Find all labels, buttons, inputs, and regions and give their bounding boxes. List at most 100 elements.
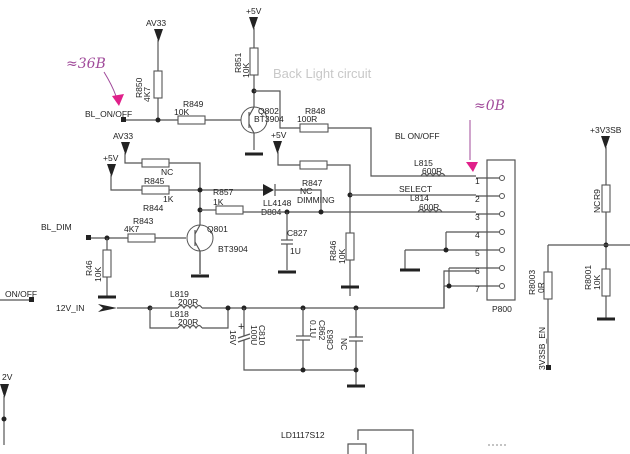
r8003-value: 0R [536,282,546,293]
net-5v-mid: +5V [271,130,287,140]
net-3v3sb-en: 3V3SB_EN [537,327,547,370]
c862-ref: C862 [317,320,327,341]
c810-ref: C810 [257,325,267,346]
r850-ref: R850 [134,77,144,98]
port-bl-onoff[interactable] [121,117,126,122]
pin-2: 2 [475,194,480,204]
r844-ref: R844 [143,203,164,213]
pin-1: 1 [475,176,480,186]
input-arrow-icon [98,304,117,312]
diode-d804 [263,184,274,196]
q802-value: BT3904 [254,114,284,124]
q801-ref: Q801 [207,224,228,234]
resistor-r849 [177,115,206,125]
resistor-r851 [249,47,259,76]
pin-7: 7 [475,284,480,294]
port-3v3sb-en[interactable] [546,365,551,370]
net-bl-onoff-out: BL ON/OFF [395,131,440,141]
p800-ref: P800 [492,304,512,314]
resistor-r46 [102,249,112,278]
polarity-plus-icon: + [238,321,244,333]
r849-ref: R849 [183,99,204,109]
r845-ref: R845 [144,176,165,186]
r851-value: 10K [241,63,251,78]
net-12v: 2V [2,372,13,382]
port-on-off[interactable] [29,297,34,302]
c827-ref: C827 [287,228,308,238]
probe-marker-right [466,162,478,172]
r843-value: 4K7 [124,224,139,234]
resistor-r9 [601,184,611,213]
power-arrow-icon [273,141,282,154]
power-arrow-icon [107,164,116,177]
r8003-ref: R8003 [527,270,537,295]
handwritten-note-left: ≈36B [66,56,106,72]
l819-value: 200R [178,297,198,307]
c810-value: 100U [249,325,259,345]
resistor-r846 [345,232,355,261]
r848-value: 100R [297,114,317,124]
resistor-r845 [141,185,170,195]
connector-p800 [486,159,516,301]
power-arrow-icon [0,384,9,398]
r846-ref: R846 [328,240,338,261]
net-select: SELECT [399,184,432,194]
resistor-r857 [215,205,244,215]
inductor-l818 [177,324,203,330]
resistor-r8001 [601,268,611,297]
q802-ref: Q802 [258,106,279,116]
port-bl-dim[interactable] [86,235,91,240]
r847-ref: R847 [302,178,323,188]
regulator-ld1117 [357,429,414,454]
r8001-value: 10K [592,275,602,290]
net-bl-dim: BL_DIM [41,222,72,232]
net-bl-onoff-in: BL_ON/OFF [85,109,132,119]
r851-ref: R851 [233,52,243,73]
q801-value: BT3904 [218,244,248,254]
circuit-title: Back Light circuit [273,66,372,81]
net-av33-mid: AV33 [113,131,133,141]
power-arrow-icon [154,29,163,42]
r9-value: NC [592,201,602,213]
l814-ref: L814 [410,193,429,203]
pin-6: 6 [475,266,480,276]
c863-value: NC [339,338,349,350]
r847-value: NC [300,186,312,196]
annotation-arrow-left [103,71,117,97]
power-arrow-icon [249,17,258,30]
r850-value: 4K7 [142,87,152,102]
net-dimming: DIMMING [297,195,335,205]
r8001-ref: R8001 [583,265,593,290]
resistor-r848 [299,123,329,133]
net-3v3sb: +3V3SB [590,125,622,135]
inductor-l815 [420,172,446,178]
l815-value: 600R [422,166,442,176]
l815-ref: L815 [414,158,433,168]
regulator-ref: LD1117S12 [281,430,325,440]
l818-ref: L818 [170,309,189,319]
net-on-off: ON/OFF [5,289,37,299]
resistor-unnamed [299,160,328,170]
probe-marker-left [112,94,124,106]
power-arrow-icon [601,136,610,149]
l814-value: 600R [419,202,439,212]
pin-5: 5 [475,248,480,258]
resistor-nc [141,158,170,168]
net-5v-top: +5V [246,6,262,16]
rnc-value: NC [161,167,173,177]
r46-ref: R46 [84,260,94,276]
resistor-r843 [127,233,156,243]
l819-ref: L819 [170,289,189,299]
inductor-l819 [177,304,203,310]
r857-ref: R857 [213,187,234,197]
c862-value: 0.1U [308,320,318,338]
l818-value: 200R [178,317,198,327]
c827-value: 1U [290,246,301,256]
net-av33-top: AV33 [146,18,166,28]
r857-value: 1K [213,197,224,207]
resistor-r8003 [543,271,553,300]
r848-ref: R848 [305,106,326,116]
r845-value: 1K [163,194,174,204]
handwritten-note-right: ≈0B [474,98,505,114]
